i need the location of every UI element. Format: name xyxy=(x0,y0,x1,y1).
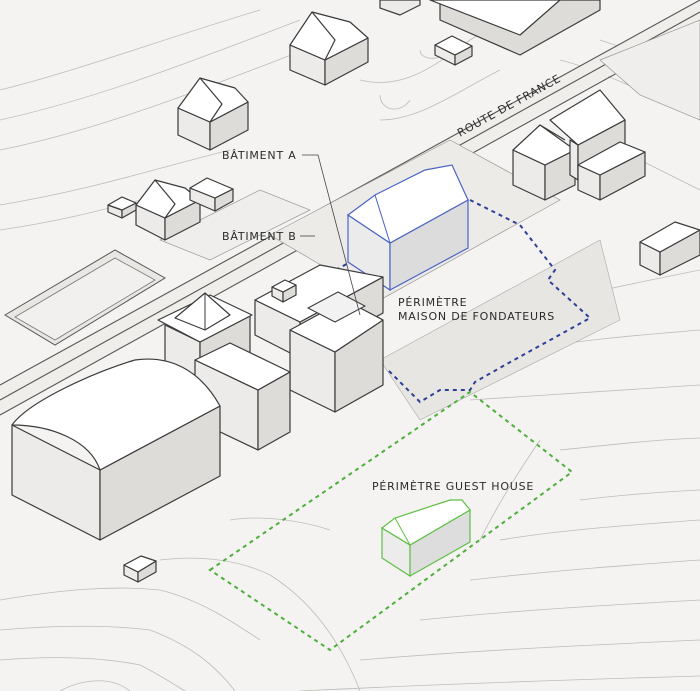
guest-house-building xyxy=(380,499,471,578)
perimetre-maison-label-line1: PÉRIMÈTRE xyxy=(398,296,467,309)
building-right-cluster xyxy=(512,89,646,201)
batiment-a-building xyxy=(346,164,469,292)
shed-small-1 xyxy=(107,196,137,219)
shed-small-2 xyxy=(189,177,234,212)
batiment-b-label: BÂTIMENT B xyxy=(222,230,297,243)
small-box-bottom-left xyxy=(123,555,157,583)
house-top-1 xyxy=(289,11,369,86)
house-top-3 xyxy=(135,179,201,241)
batiment-a-label: BÂTIMENT A xyxy=(222,149,297,162)
building-top-right xyxy=(379,0,601,56)
leader-lines xyxy=(300,154,361,316)
perimeter-guest-house xyxy=(208,390,574,652)
house-top-2 xyxy=(177,77,249,151)
vaulted-hall xyxy=(11,358,221,541)
perimetre-maison-label-line2: MAISON DE FONDATEURS xyxy=(398,310,555,323)
building-far-right xyxy=(639,221,700,276)
main-complex xyxy=(157,264,384,451)
parking-lot xyxy=(4,249,166,346)
perimetre-guest-label: PÉRIMÈTRE GUEST HOUSE xyxy=(372,480,534,493)
shed-small-3 xyxy=(434,35,473,66)
